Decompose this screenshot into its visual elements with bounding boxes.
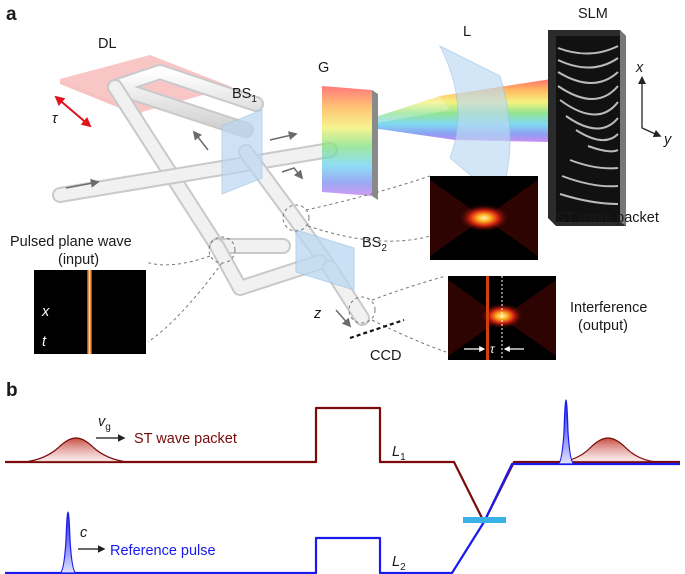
st-image-right-wedge bbox=[484, 180, 538, 256]
beam-splitter-2 bbox=[295, 229, 355, 291]
st-image-spot bbox=[458, 204, 510, 232]
return-direction-arrow bbox=[281, 167, 304, 180]
spectrum-fan-highlight bbox=[372, 96, 450, 124]
interference-tau-label: τ bbox=[490, 342, 496, 356]
panel-a-label: a bbox=[6, 4, 17, 25]
vg-label: vg bbox=[98, 414, 111, 433]
interference-title-1: Interference bbox=[570, 300, 647, 316]
interference-title-2: (output) bbox=[578, 318, 628, 334]
ref-pulse-right bbox=[557, 399, 575, 465]
zoom-markers bbox=[145, 175, 447, 353]
axis-x-label: x bbox=[635, 60, 644, 76]
ref-pulse-label: Reference pulse bbox=[110, 543, 216, 559]
grating-label: G bbox=[318, 60, 329, 76]
interference-right-wedge bbox=[502, 280, 556, 356]
st-image-left-wedge bbox=[430, 180, 484, 256]
axis-x-arrowhead bbox=[638, 76, 646, 84]
interference-ref-line bbox=[486, 276, 489, 360]
loop-direction-arrow bbox=[192, 130, 209, 151]
st-packet-label: ST wave packet bbox=[134, 431, 237, 447]
l1-label: L1 bbox=[392, 444, 406, 463]
input-t-label: t bbox=[42, 334, 47, 350]
interference-left-wedge bbox=[448, 280, 502, 356]
dl-label: DL bbox=[98, 36, 117, 52]
st-packet-left bbox=[23, 437, 129, 463]
ref-path-l2 bbox=[5, 462, 680, 574]
st-image-label: ST wave packet bbox=[556, 210, 659, 226]
lens-label: L bbox=[463, 24, 471, 40]
grating-edge bbox=[372, 90, 378, 200]
axis-y-line bbox=[641, 127, 662, 138]
slm bbox=[548, 30, 626, 226]
delay-tau-label: τ bbox=[52, 111, 59, 127]
slm-label: SLM bbox=[578, 6, 608, 22]
c-label: c bbox=[80, 525, 88, 541]
input-pulse-core bbox=[88, 270, 91, 354]
bs2-label: BS2 bbox=[362, 235, 387, 254]
axis-y-label: y bbox=[663, 132, 672, 148]
input-direction-arrow bbox=[65, 178, 100, 189]
crossing-marker bbox=[463, 517, 506, 523]
beam-paths bbox=[52, 64, 370, 326]
panel-b-label: b bbox=[6, 380, 18, 401]
input-x-label: x bbox=[41, 304, 50, 320]
l2-label: L2 bbox=[392, 554, 406, 573]
z-direction-arrow bbox=[335, 309, 352, 328]
delay-tau-arrow bbox=[54, 95, 92, 128]
z-label: z bbox=[313, 306, 322, 322]
grating bbox=[322, 86, 372, 196]
ccd-plane bbox=[349, 318, 405, 340]
input-title-2: (input) bbox=[58, 252, 99, 268]
grating-direction-arrow bbox=[269, 131, 298, 141]
ref-pulse-left bbox=[59, 511, 77, 574]
st-packet-right bbox=[559, 437, 657, 463]
ccd-label: CCD bbox=[370, 348, 401, 364]
beam-splitter-1 bbox=[221, 109, 263, 195]
input-title-1: Pulsed plane wave bbox=[10, 234, 132, 250]
bs1-label: BS1 bbox=[232, 86, 257, 105]
